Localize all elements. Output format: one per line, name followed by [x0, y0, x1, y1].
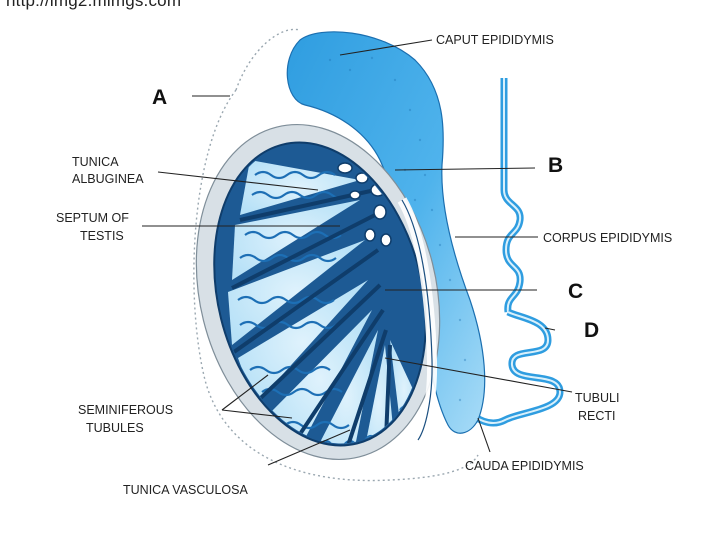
label-cauda-epididymis: CAUDA EPIDIDYMIS [465, 459, 584, 473]
label-d: D [584, 319, 599, 342]
label-tunica-albuginea-line1: TUNICA [72, 155, 119, 169]
label-b: B [548, 154, 563, 177]
label-tunica-vasculosa: TUNICA VASCULOSA [123, 483, 248, 497]
source-url: http://img2.mimgs.com [6, 0, 181, 11]
label-caput-epididymis: CAPUT EPIDIDYMIS [436, 33, 554, 47]
label-septum-line2: TESTIS [80, 229, 124, 243]
label-tubuli-recti-line1: TUBULI [575, 391, 619, 405]
label-tubuli-recti-line2: RECTI [578, 409, 616, 423]
label-seminiferous-line1: SEMINIFEROUS [78, 403, 173, 417]
label-tunica-albuginea-line2: ALBUGINEA [72, 172, 144, 186]
label-seminiferous-line2: TUBULES [86, 421, 144, 435]
label-c: C [568, 280, 583, 303]
label-corpus-epididymis: CORPUS EPIDIDYMIS [543, 231, 672, 245]
vas-deferens [504, 78, 520, 312]
label-a: A [152, 86, 167, 109]
label-septum-line1: SEPTUM OF [56, 211, 129, 225]
